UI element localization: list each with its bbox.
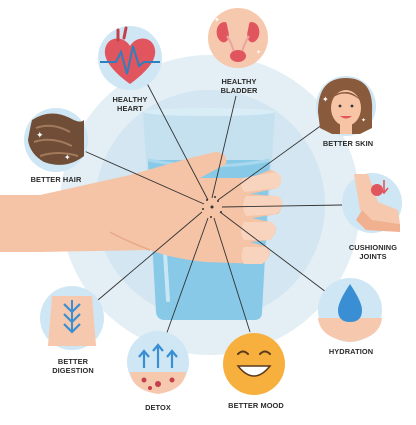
kidneys-icon: ✦ ✦ [208,8,268,68]
label-better-mood: BETTER MOOD [228,401,284,410]
center-dots [202,196,222,218]
svg-text:✦: ✦ [64,153,71,162]
label-detox: DETOX [145,403,171,412]
svg-text:✦: ✦ [214,16,220,24]
digestion-icon [40,286,104,350]
hair-icon: ✦ ✦ [24,108,88,172]
svg-text:✦: ✦ [256,49,261,56]
svg-text:✦: ✦ [36,131,44,141]
face-icon: ✦ ✦ [316,76,376,136]
smiley-icon [223,333,285,395]
label-better-skin: BETTER SKIN [322,139,374,148]
label-hydration: HYDRATION [328,347,374,356]
svg-text:✦: ✦ [322,95,329,104]
detox-arrows-icon [127,331,189,394]
heart-icon [98,26,162,90]
svg-text:✦: ✦ [361,117,366,124]
connector-lines [81,69,343,339]
water-drop-icon [318,278,382,342]
knee-joint-icon [342,173,402,233]
label-better-hair: BETTER HAIR [30,175,82,184]
